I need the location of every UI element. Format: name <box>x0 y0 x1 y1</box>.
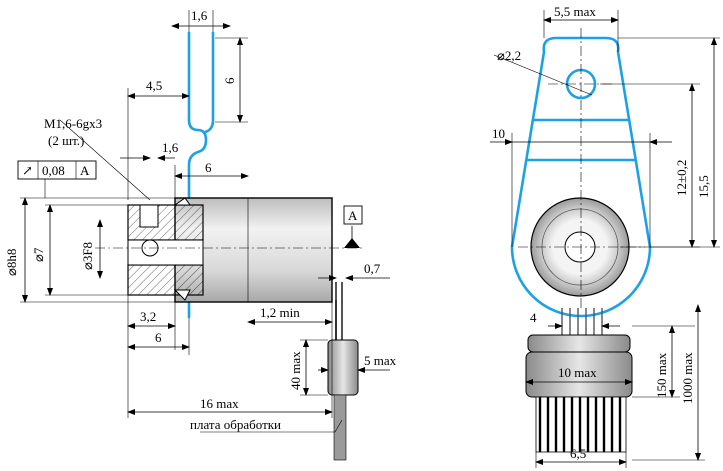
dimension-lines-left <box>20 10 390 433</box>
chamfer-bottom <box>173 289 191 301</box>
dim-10-max: 10 max <box>558 365 597 380</box>
dim-10: 10 <box>492 126 505 141</box>
chamfer-top <box>173 197 191 206</box>
bore-section <box>127 239 204 266</box>
dim-6-vertical: 6 <box>222 77 237 84</box>
processing-board <box>327 339 359 396</box>
dim-12: 12±0,2 <box>674 160 689 196</box>
thread-qty: (2 шт.) <box>48 133 84 148</box>
dim-3-2: 3,2 <box>140 309 156 324</box>
left-view: 1,6 6 4,5 M1,6-6gx3 (2 шт.) 1,6 6 ↗ 0,08… <box>4 8 397 461</box>
ribbon-cable <box>535 396 627 453</box>
bracket-profile <box>187 32 208 318</box>
dim-150-max: 150 max <box>654 352 669 398</box>
dia-7: ⌀7 <box>31 247 46 262</box>
dim-1-6-mid: 1,6 <box>162 140 179 155</box>
dim-16-max: 16 max <box>200 396 239 411</box>
dim-4: 4 <box>530 310 537 325</box>
dia-8h8: ⌀8h8 <box>4 249 19 276</box>
screw-hole <box>139 204 159 228</box>
tolerance-value: 0,08 <box>42 163 65 178</box>
dim-6-shaft: 6 <box>205 160 212 175</box>
dim-0-7: 0,7 <box>364 261 381 276</box>
dim-1-6-top: 1,6 <box>191 8 208 23</box>
dim-1-2-min: 1,2 min <box>260 305 300 320</box>
datum-label: A <box>348 208 358 223</box>
tolerance-datum: A <box>80 163 90 178</box>
dia-3F8: ⌀3F8 <box>80 242 95 270</box>
dimension-lines-right <box>490 10 720 468</box>
board-label: плата обработки <box>190 417 281 432</box>
dim-1000-max: 1000 max <box>680 352 695 404</box>
dim-4-5: 4,5 <box>146 78 162 93</box>
tolerance-symbol: ↗ <box>22 163 33 178</box>
connector-header <box>527 334 631 353</box>
flange-section-bottom <box>127 264 204 296</box>
dim-5-5-max: 5,5 max <box>554 4 596 19</box>
wire-bundle <box>561 308 603 335</box>
dia-2-2: ⌀2,2 <box>497 48 521 63</box>
bracket-bend <box>204 119 215 134</box>
dim-6-5: 6,5 <box>570 446 586 461</box>
flange-section-top <box>127 204 204 241</box>
tolerance-frame <box>17 160 97 198</box>
cable-jacket <box>333 394 347 461</box>
thread-label: M1,6-6gx3 <box>44 116 102 131</box>
dim-15-5: 15,5 <box>696 175 711 198</box>
dim-6-bottom: 6 <box>155 330 162 345</box>
right-view: 5,5 max ⌀2,2 10 12±0,2 15,5 4 150 max 10… <box>490 4 720 468</box>
datum-box <box>343 205 363 225</box>
dim-40-max: 40 max <box>288 351 303 390</box>
dim-5-max: 5 max <box>364 353 397 368</box>
